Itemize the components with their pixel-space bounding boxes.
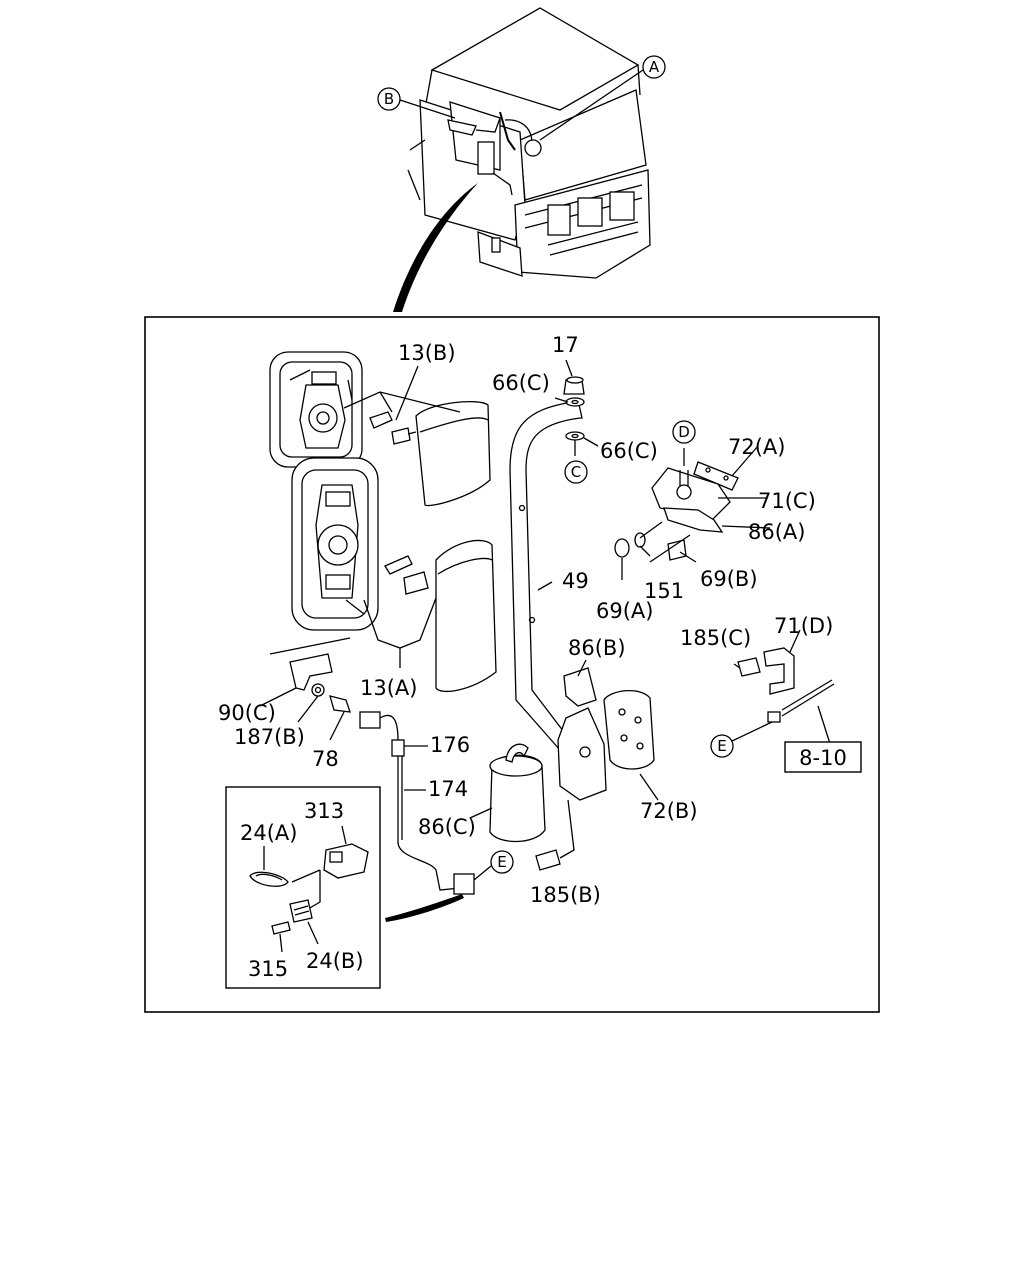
part-label-66c-top: 66(C) [492,371,550,395]
part-label-313: 313 [304,799,344,823]
callout-d: D [672,420,696,444]
bolt-17-stack [554,359,599,456]
mirror-wiring [359,711,475,895]
part-label-13b: 13(B) [398,341,456,365]
callout-e-right: E [710,734,734,758]
part-label-86a: 86(A) [748,520,805,544]
part-label-174: 174 [428,777,468,801]
small-hardware-left [259,653,351,741]
part-label-90c: 90(C) [218,701,276,725]
connector-parts [249,825,369,953]
callout-c: C [564,460,588,484]
part-label-72a: 72(A) [728,435,785,459]
part-label-72b: 72(B) [640,799,698,823]
upper-bracket-assembly [614,445,771,580]
callout-b-label: B [384,90,394,108]
callout-a-label: A [649,58,660,76]
part-label-69b: 69(B) [700,567,758,591]
part-label-24b: 24(B) [306,949,364,973]
detail-pointer-wedge [393,183,478,312]
part-labels: 13(B) 13(A) 17 66(C) 66(C) 72(A) 71(C) 8… [218,333,833,981]
part-label-66c-mid: 66(C) [600,439,658,463]
detail-frame [144,316,880,1013]
part-label-185b: 185(B) [530,883,601,907]
part-label-17: 17 [552,333,579,357]
truck-cab-illustration [407,7,651,279]
part-label-187b: 187(B) [234,725,305,749]
callout-d-label: D [678,423,690,441]
reference-box [784,741,862,773]
callout-e-right-label: E [717,737,726,755]
part-label-78: 78 [312,747,339,771]
reference-label: 8-10 [799,746,847,770]
part-label-71c: 71(C) [758,489,816,513]
part-label-86b: 86(B) [568,636,626,660]
callout-e-cable: E [473,850,514,881]
boot-86c [469,743,546,843]
part-label-185c: 185(C) [680,626,751,650]
right-clamp-hardware [729,629,835,751]
upper-mirror-assembly [269,351,491,507]
part-label-176: 176 [430,733,470,757]
part-label-151: 151 [644,579,684,603]
callout-b: B [377,87,456,119]
callout-a: A [539,55,666,141]
part-label-315: 315 [248,957,288,981]
lower-mirror-assembly [269,457,497,693]
callout-e-cable-label: E [497,853,506,871]
part-label-69a: 69(A) [596,599,653,623]
part-label-71d: 71(D) [774,614,833,638]
callout-c-label: C [571,463,581,481]
part-label-13a: 13(A) [360,676,417,700]
part-label-24a: 24(A) [240,821,297,845]
lower-bracket-assembly [535,659,659,871]
part-label-86c: 86(C) [418,815,476,839]
part-label-49: 49 [562,569,589,593]
connector-inset-frame [225,786,381,989]
cable-pointer-wedge [385,894,464,922]
